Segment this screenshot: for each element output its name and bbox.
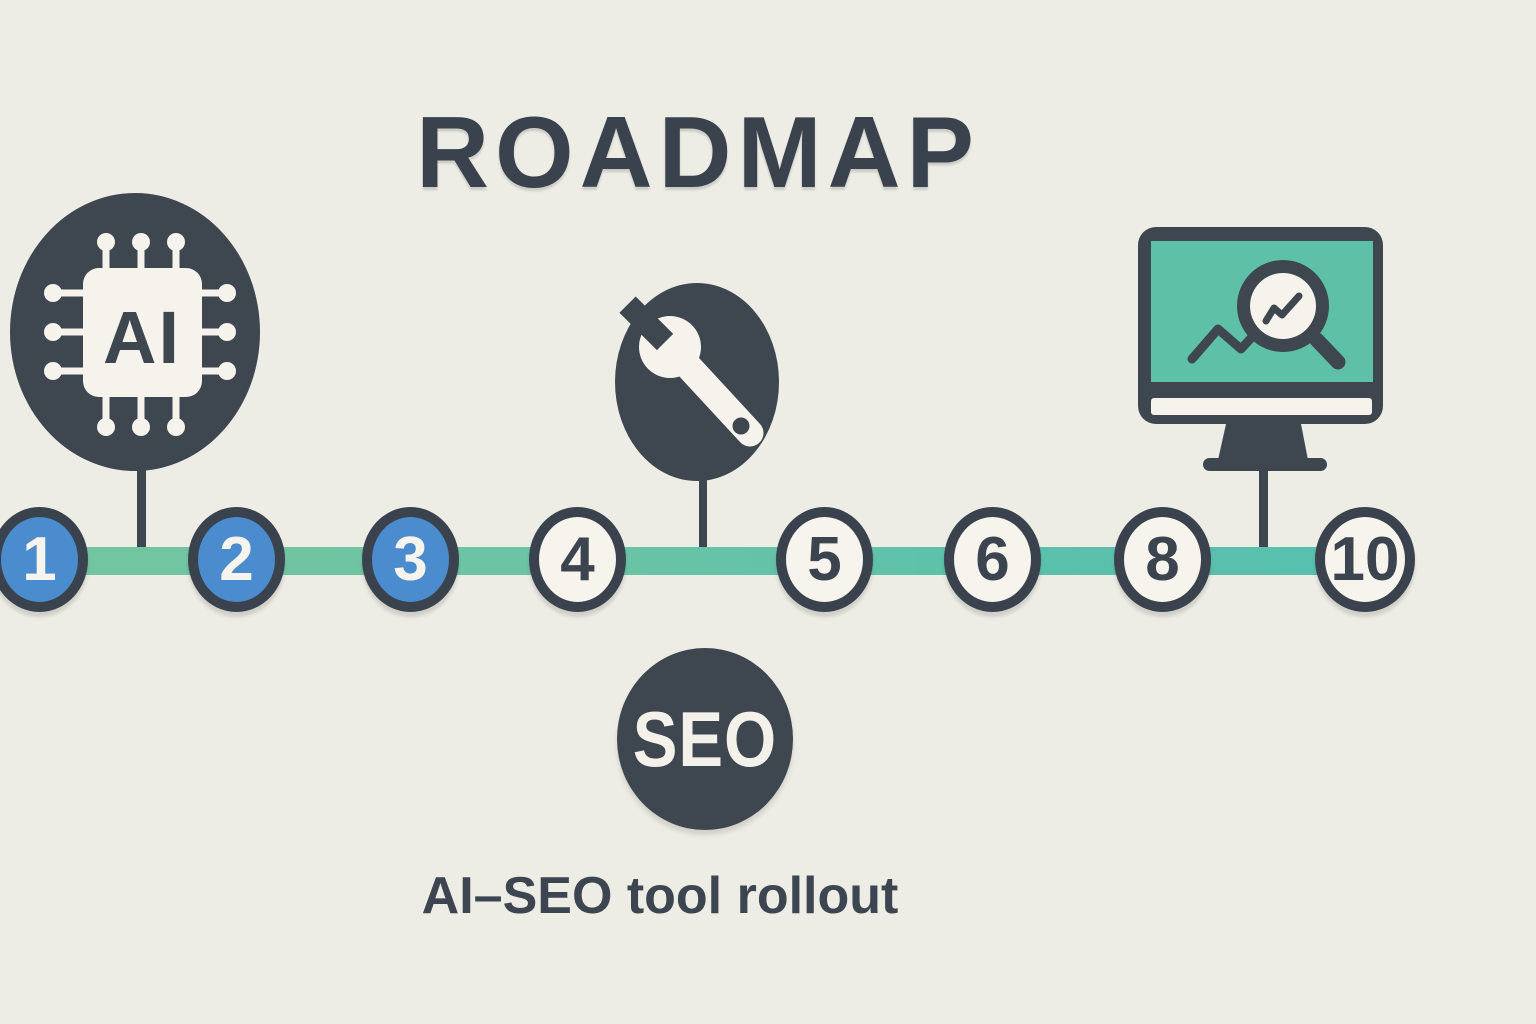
milestone-5: 5: [776, 507, 873, 612]
milestone-label: 4: [560, 524, 595, 594]
seo-badge: SEO: [617, 648, 793, 830]
chart-magnifier-glyph: [1187, 260, 1346, 370]
milestone-label: 6: [975, 524, 1010, 594]
ai-chip-label: AI: [103, 296, 181, 379]
caption-text: AI–SEO tool rollout: [421, 867, 899, 925]
wrench-icon: [615, 283, 779, 570]
milestone-label: 2: [219, 524, 254, 594]
wrench-connector-stem: [699, 475, 707, 570]
seo-badge-label: SEO: [632, 694, 778, 783]
ai-connector-stem: [137, 460, 146, 565]
monitor-stand-base: [1203, 458, 1327, 471]
chip-pins: [44, 233, 236, 436]
chip-body: [83, 268, 202, 397]
page-title: ROADMAP: [416, 97, 980, 209]
milestone-label: 10: [1330, 524, 1400, 594]
milestone-3: 3: [362, 507, 459, 612]
milestone-10: 10: [1315, 507, 1415, 612]
milestone-label: 3: [393, 524, 428, 594]
wrench-glyph: [619, 296, 764, 447]
milestone-label: 8: [1145, 524, 1180, 594]
milestone-label: 1: [22, 524, 57, 594]
monitor-bezel-bar: [1151, 398, 1372, 415]
milestone-1: 1: [0, 507, 88, 612]
ai-chip-icon: AI: [10, 193, 260, 565]
milestone-6: 6: [944, 507, 1041, 612]
monitor-stand-neck: [1218, 424, 1308, 460]
monitor-analytics-icon: [1138, 227, 1383, 570]
milestone-4: 4: [529, 507, 626, 612]
milestone-label: 5: [807, 524, 842, 594]
monitor-connector-stem: [1259, 470, 1268, 570]
milestone-2: 2: [188, 507, 285, 612]
milestone-8: 8: [1114, 507, 1211, 612]
